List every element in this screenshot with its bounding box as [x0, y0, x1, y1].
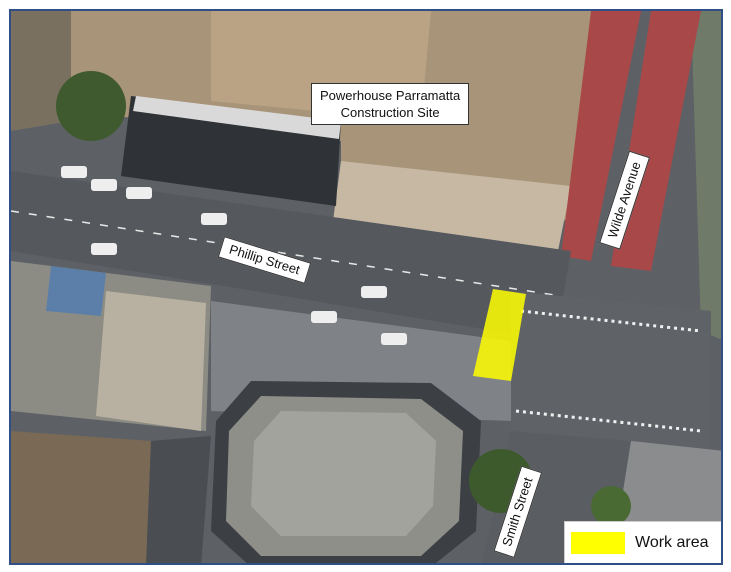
left-upper-block: [11, 11, 71, 131]
pedestrian-crossing-north: [520, 309, 702, 333]
construction-site-label-line2: Construction Site: [340, 105, 440, 120]
work-area-swatch: [571, 531, 625, 554]
bus-lane-west: [561, 11, 641, 261]
intersection: [511, 291, 711, 461]
car: [311, 311, 337, 323]
blue-roof: [46, 266, 106, 316]
legend-work-area-label: Work area: [635, 533, 709, 551]
car: [381, 333, 407, 345]
pedestrian-crossing-south: [515, 409, 702, 433]
construction-site-label: Powerhouse Parramatta Construction Site: [311, 83, 470, 125]
map-frame: Powerhouse Parramatta Construction Site …: [9, 9, 723, 565]
car: [201, 213, 227, 225]
octagon-building-inner: [251, 411, 436, 536]
east-verge: [691, 11, 721, 340]
building-roof-edge: [133, 96, 341, 139]
tree-canopy: [56, 71, 126, 141]
sw-lane: [146, 436, 211, 563]
car: [126, 187, 152, 199]
work-area-highlight: [473, 289, 526, 381]
building-roof-sw: [96, 291, 206, 431]
lane-marking: [11, 210, 562, 297]
cars: [61, 166, 407, 345]
street-tree-2: [591, 486, 631, 526]
construction-site-label-line1: Powerhouse Parramatta: [320, 88, 461, 103]
car: [61, 166, 87, 178]
car: [91, 179, 117, 191]
car: [91, 243, 117, 255]
car: [361, 286, 387, 298]
map-legend: Work area: [564, 521, 721, 563]
southwest-roof: [11, 431, 151, 563]
